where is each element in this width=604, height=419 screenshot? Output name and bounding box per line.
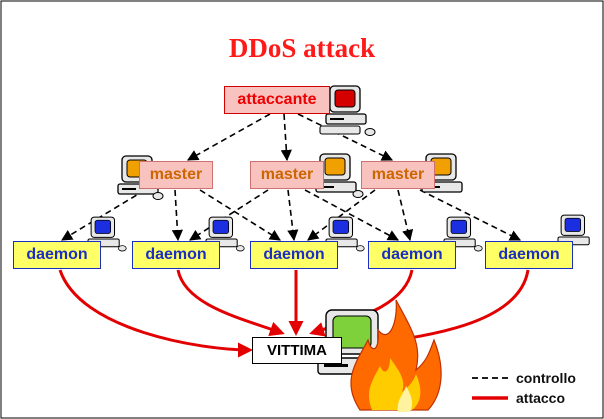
legend-control-label: controllo — [516, 370, 576, 386]
computer-icon — [325, 216, 365, 252]
daemon-node-4: daemon — [368, 241, 456, 269]
attack-daemon-2 — [176, 269, 285, 337]
master-node-1: master — [139, 161, 213, 189]
edge-master-1-daemon-3 — [199, 189, 281, 241]
edge-master-2-daemon-2 — [189, 189, 269, 241]
edge-master-1-daemon-1 — [61, 189, 146, 241]
daemon-node-2: daemon — [132, 241, 220, 269]
computer-icon — [557, 214, 590, 246]
edge-master-3-daemon-3 — [307, 189, 376, 241]
control-edges — [61, 113, 522, 242]
attack-daemon-1 — [58, 269, 253, 358]
legend-attack-label: attacco — [516, 390, 566, 406]
daemon-node-3: daemon — [250, 241, 338, 269]
daemon-node-1: daemon — [13, 241, 101, 269]
legend — [472, 377, 508, 400]
edge-attacker-master-3 — [297, 113, 394, 161]
edge-master-2-daemon-4 — [304, 189, 399, 241]
daemon-node-5: daemon — [485, 241, 573, 269]
attacker-node: attaccante — [224, 86, 330, 114]
edge-attacker-master-1 — [187, 113, 271, 161]
diagram-title: DDoS attack — [228, 33, 376, 63]
master-node-3: master — [361, 161, 435, 189]
victim-node: VITTIMA — [252, 337, 342, 364]
edge-master-3-daemon-5 — [419, 189, 522, 241]
edge-master-2-daemon-3 — [287, 189, 299, 242]
edge-attacker-master-2 — [280, 113, 292, 162]
edge-master-1-daemon-2 — [171, 189, 183, 242]
computer-icon — [205, 216, 245, 252]
computer-icon — [315, 153, 364, 198]
fire-icon — [350, 299, 442, 412]
edge-master-3-daemon-4 — [397, 189, 414, 242]
computer-icon — [319, 85, 376, 136]
master-node-2: master — [250, 161, 324, 189]
